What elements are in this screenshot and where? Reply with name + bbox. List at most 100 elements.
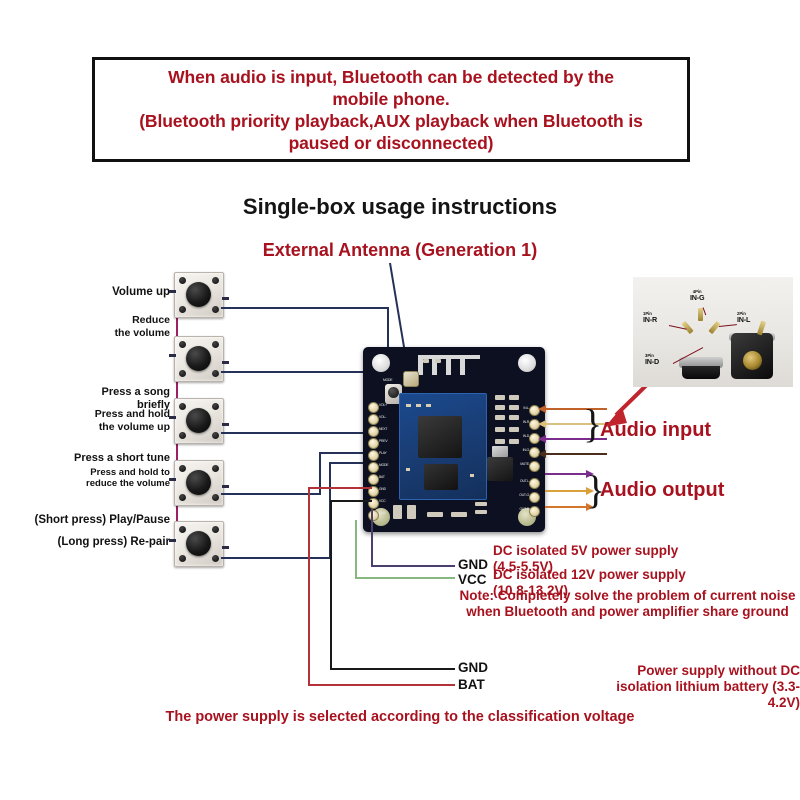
switch-lead-right [222,546,229,549]
ufl-antenna-connector [403,371,419,387]
audio-output-brace: } [586,467,606,512]
switch-lead-right [222,423,229,426]
pad-left [368,450,379,461]
tact-button-play-pause[interactable] [169,521,229,567]
wire-volume-up-h1 [221,307,389,309]
silkscreen-mode: MODE [383,378,393,382]
arrow-head-icon [538,405,546,413]
switch-pin [179,306,186,313]
dc-12v-line1: DC isolated 12V power supply [493,567,686,582]
jack-pin-4-num: 4Pin [692,289,702,294]
label-play-pause: (Short press) Play/Pause (Long press) Re… [22,514,171,549]
amplifier-chip [487,457,513,481]
audio-input-label: Audio input [600,419,712,441]
switch-pin [212,465,219,472]
tact-button-next-song[interactable] [169,398,229,444]
tact-button-reduce-volume[interactable] [169,336,229,382]
silkscreen-left: VOL+ [379,403,387,407]
audio-jack-photo: 4Pin IN-G 1Pin IN-R 2Pin IN-L 3Pin IN-D [633,277,793,387]
jack-metal-ring [679,357,723,368]
arrow-head-icon [586,487,594,495]
wire-bat-h1 [308,487,372,489]
switch-pin [212,403,219,410]
label-reduce-volume-line1: Reduce [132,314,170,326]
silkscreen-left: GND [379,487,386,491]
bluetooth-module [399,393,508,500]
wire-play-h1 [221,557,331,559]
wire-prev-h2 [319,452,371,454]
tact-button-volume-up[interactable] [169,272,229,318]
dc-12v-line2: (10.8-13.2V) [493,583,569,598]
switch-cap [186,282,211,307]
switch-lead-left [169,539,176,542]
label-next-song-line2: briefly [136,399,170,411]
wire-bat-v [308,487,310,685]
label-previous-song-sub2: reduce the volume [86,478,170,489]
wire-vcc-v [355,520,357,578]
jack-pin-1-num: 1Pin [643,311,652,316]
mount-hole [372,354,390,372]
audio-output-label: Audio output [600,479,725,501]
jack-pin-2-name: IN-L [737,315,751,324]
jack-pin-1-name: IN-R [643,315,657,324]
pin-label-gnd-bottom: GND [458,660,488,675]
pin-label-vcc: VCC [458,572,487,587]
jack-pin-1: 1Pin IN-R [643,311,657,324]
silkscreen-left: BAT [379,475,385,479]
label-volume-up: Volume up [40,286,170,299]
banner-line-1: When audio is input, Bluetooth can be de… [168,66,614,87]
switch-lead-left [169,290,176,293]
silkscreen-left: PLAY [379,451,387,455]
label-previous-song-line1: Press a short tune [74,452,170,464]
switch-pin [212,555,219,562]
jack-pin-2: 2Pin IN-L [737,311,750,324]
arrow-head-icon [586,470,594,478]
label-play-pause-line1: (Short press) Play/Pause [34,514,171,526]
pad-left [368,462,379,473]
switch-pin [179,494,186,501]
pad-left [368,438,379,449]
mode-switch [385,384,402,404]
soc-chip [418,416,462,458]
label-previous-song-sub1: Press and hold to [90,467,170,478]
jack-pin-3-num: 3Pin [645,353,654,358]
arrow-head-icon [538,420,546,428]
secondary-chip [424,464,458,490]
pad-right [529,506,540,517]
silkscreen-left: VCC [379,499,386,503]
silkscreen-right: IN-D [522,434,529,438]
pad-right [529,461,540,472]
silkscreen-right: IN-G [522,448,530,452]
pin-leader-4 [702,307,707,316]
label-reduce-volume: Reduce the volume [40,314,170,340]
switch-pin [212,432,219,439]
pad-left [368,402,379,413]
pin-label-gnd-top: GND [458,557,488,572]
pad-left [368,486,379,497]
label-reduce-volume-line2: the volume [114,327,170,339]
mount-hole [518,354,536,372]
wire-bat-h2 [308,684,455,686]
wire-gnd-bottom-h2 [330,668,455,670]
antenna-label: External Antenna (Generation 1) [262,240,538,260]
tact-button-previous-song[interactable] [169,460,229,506]
audio-input-arrow-2 [538,420,607,428]
switch-pin [212,494,219,501]
jack-solder-post [698,308,703,321]
wire-prev-v [319,452,321,494]
switch-lead-right [222,361,229,364]
silkscreen-left: MODE [379,463,389,467]
wire-prev-h1 [221,493,321,495]
label-next-song-sub2: the volume up [98,421,170,433]
jack-pin-4: 4Pin IN-G [690,289,705,302]
switch-lead-left [169,354,176,357]
audio-output-arrow-1 [545,470,594,478]
pcb-board: MODE VOL+ VOL- NEXT PREV PLAY MODE BAT G… [363,347,545,532]
ground-noise-note: Note: Completely solve the problem of cu… [459,588,796,619]
wire-reduce-h1 [221,371,369,373]
switch-cap [186,408,211,433]
switch-pin [179,555,186,562]
audio-input-arrow-1 [538,405,607,413]
pad-left [368,510,379,521]
jack-base [682,366,720,379]
